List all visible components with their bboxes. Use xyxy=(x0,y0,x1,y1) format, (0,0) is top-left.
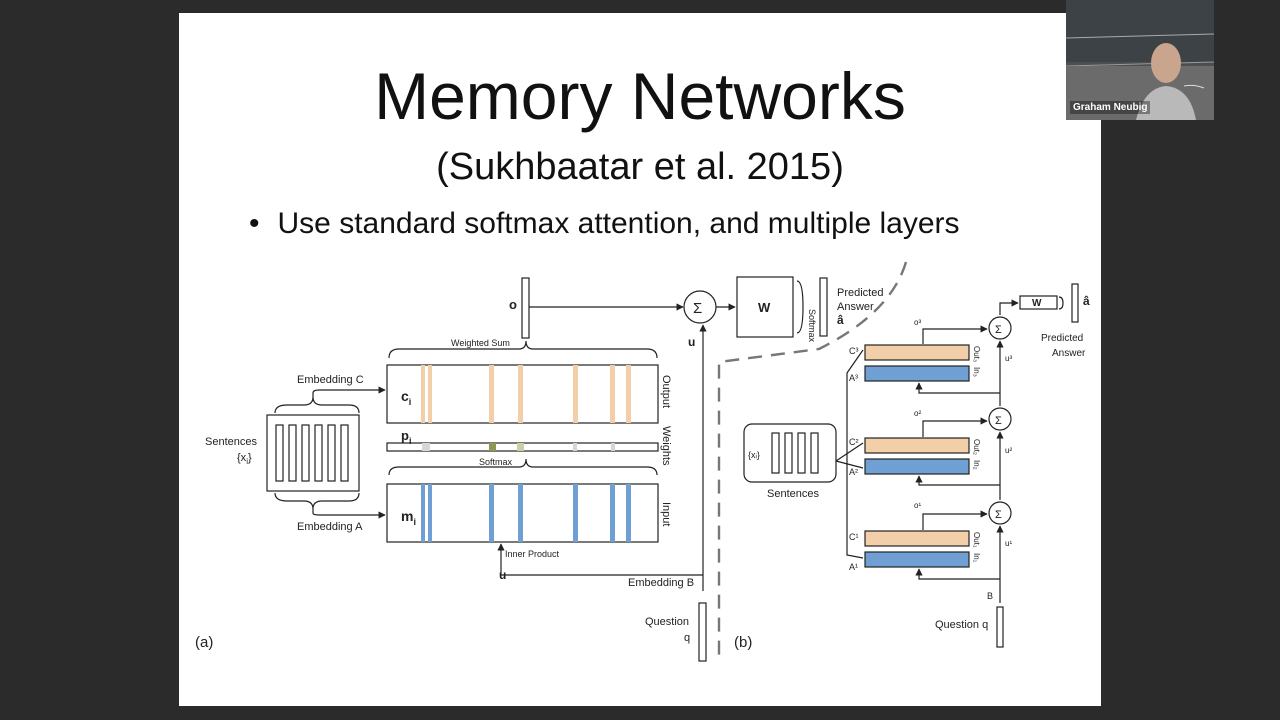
answer-label: Answer xyxy=(837,301,874,313)
presenter-image xyxy=(1066,0,1214,120)
output-label: Output xyxy=(660,375,672,408)
bullet-text: Use standard softmax attention, and mult… xyxy=(277,207,960,240)
b-sum-3 xyxy=(988,316,1012,340)
b-sum-2 xyxy=(988,407,1012,431)
question-vector xyxy=(698,602,707,662)
b-sum-1 xyxy=(988,501,1012,525)
embedding-a-label: Embedding A xyxy=(297,521,363,533)
slide-subtitle: (Sukhbaatar et al. 2015) xyxy=(436,146,844,188)
question-label: Question xyxy=(645,616,689,628)
b-sum-1-symbol: Σ xyxy=(995,509,1002,521)
q-label: q xyxy=(684,632,690,644)
in1-label: In₁ xyxy=(972,553,981,563)
o3-label: o³ xyxy=(914,318,921,327)
b-sentences-label: Sentences xyxy=(767,488,819,500)
p-i-label: pi xyxy=(401,428,411,446)
c-highlights xyxy=(421,365,631,423)
input-label: Input xyxy=(660,502,672,526)
panel-b-label: (b) xyxy=(734,634,752,651)
memory-network-figure: o Σ W Softmax Predicted Answer â u Weigh… xyxy=(195,261,1090,662)
o2-label: o² xyxy=(914,409,921,418)
panel-a: o Σ W Softmax Predicted Answer â u Weigh… xyxy=(195,276,883,662)
answer-vector xyxy=(819,277,828,337)
a1-block xyxy=(864,551,970,568)
b-sum-2-symbol: Σ xyxy=(995,415,1002,427)
b-question-vector xyxy=(996,606,1004,648)
in2-label: In₂ xyxy=(972,460,981,470)
b-answer-vector xyxy=(1071,283,1079,323)
in3-label: In₃ xyxy=(972,367,981,377)
a-hat-label: â xyxy=(837,313,844,327)
sum-symbol: Σ xyxy=(693,300,702,317)
b-answer-label: Answer xyxy=(1052,348,1086,359)
panel-b: W â Predicted Answer Σ o³ C³ A³ Out₃ In₃… xyxy=(734,283,1090,651)
sentence-columns xyxy=(275,424,349,482)
x-i-label: {xi} xyxy=(237,452,252,466)
b-x-i-label: {xᵢ} xyxy=(748,450,760,460)
c1-label: C¹ xyxy=(849,532,859,542)
o1-label: o¹ xyxy=(914,501,921,510)
o-label: o xyxy=(509,297,517,312)
w-label: W xyxy=(758,300,771,315)
u1-label: u¹ xyxy=(1005,539,1012,548)
b-predicted-label: Predicted xyxy=(1041,333,1083,344)
b-sentences-box xyxy=(743,423,837,483)
out2-label: Out₂ xyxy=(972,439,981,455)
b-question-label: Question q xyxy=(935,619,988,631)
a2-label: A² xyxy=(849,467,858,477)
c3-label: C³ xyxy=(849,346,859,356)
m-highlights xyxy=(421,484,631,542)
softmax-label: Softmax xyxy=(479,457,513,467)
out1-label: Out₁ xyxy=(972,532,981,548)
p-highlights xyxy=(422,443,615,451)
b-w-box xyxy=(1019,295,1058,310)
inner-product-label: Inner Product xyxy=(505,549,560,559)
b-a-hat-label: â xyxy=(1083,294,1090,308)
b-sentence-columns xyxy=(771,432,819,474)
predicted-label: Predicted xyxy=(837,287,883,299)
u2-label: u² xyxy=(1005,446,1012,455)
a1-label: A¹ xyxy=(849,562,858,572)
embedding-b-label: Embedding B xyxy=(628,577,694,589)
slide: Memory Networks (Sukhbaatar et al. 2015)… xyxy=(179,13,1101,706)
w-box xyxy=(736,276,794,338)
sentences-label: Sentences xyxy=(205,436,257,448)
a3-label: A³ xyxy=(849,373,858,383)
c3-block xyxy=(864,344,970,361)
embedding-c-label: Embedding C xyxy=(297,374,364,386)
panel-a-label: (a) xyxy=(195,634,213,651)
webcam-video: Graham Neubig xyxy=(1066,0,1214,120)
softmax-rot-label: Softmax xyxy=(807,309,817,343)
c2-block xyxy=(864,437,970,454)
u-right-label: u xyxy=(688,335,695,349)
u-bottom-label: u xyxy=(499,568,506,582)
weights-label: Weights xyxy=(660,426,672,466)
sentences-box xyxy=(266,414,360,492)
m-i-label: mi xyxy=(401,508,416,527)
u3-label: u³ xyxy=(1005,354,1012,363)
a2-block xyxy=(864,458,970,475)
c1-block xyxy=(864,530,970,547)
b-sum-3-symbol: Σ xyxy=(995,324,1002,336)
c2-label: C² xyxy=(849,437,859,447)
slide-bullet: •Use standard softmax attention, and mul… xyxy=(249,207,960,240)
weighted-sum-label: Weighted Sum xyxy=(451,338,510,348)
panel-divider xyxy=(717,261,908,661)
o-vector xyxy=(521,277,530,339)
slide-title: Memory Networks xyxy=(374,59,906,133)
out3-label: Out₃ xyxy=(972,346,981,362)
a3-block xyxy=(864,365,970,382)
c-i-label: ci xyxy=(401,388,411,407)
b-w-label: W xyxy=(1032,298,1042,309)
presenter-name: Graham Neubig xyxy=(1070,101,1151,114)
b-b-label: B xyxy=(987,591,993,601)
